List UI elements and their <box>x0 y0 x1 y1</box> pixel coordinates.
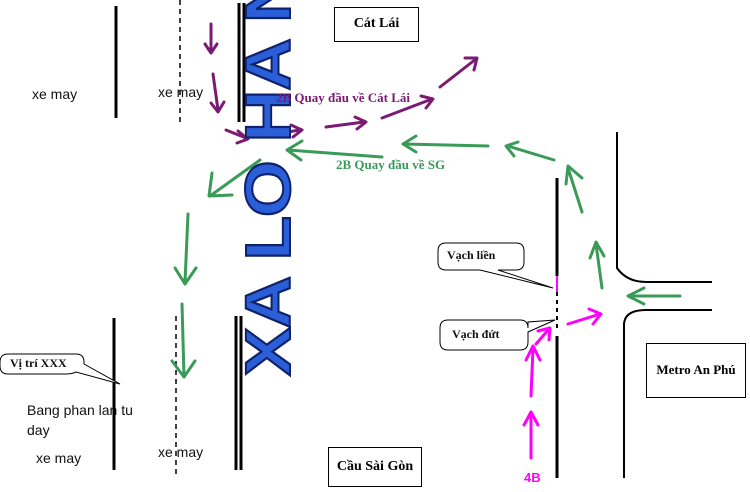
xe-may-bottom-right: xe may <box>158 444 204 460</box>
cau-sai-gon-label: Cầu Sài Gòn <box>336 459 414 474</box>
green-arrow-up-1 <box>588 240 606 290</box>
route-4b-label: 4B <box>524 470 541 485</box>
green-arrow-up-left <box>504 140 556 162</box>
purple-arrow-diag-1 <box>224 128 250 145</box>
side-road-upper-edge <box>616 132 712 283</box>
green-arrow-down-1 <box>173 212 198 286</box>
purple-arrow-right-2 <box>324 115 368 131</box>
purple-arrow-up-right <box>438 56 479 89</box>
vach-dut-label: Vạch đứt <box>452 327 500 341</box>
vi-tri-xxx-label: Vị trí XXX <box>10 356 67 370</box>
metro-an-phu-label: Metro An Phú <box>656 362 736 377</box>
callout-vach-dut <box>439 319 556 351</box>
magenta-arrow-diag <box>534 326 552 346</box>
purple-arrow-down-1 <box>203 22 219 55</box>
green-arrow-up-2 <box>564 164 584 214</box>
metro-an-phu-label-box: Metro An Phú <box>646 343 746 398</box>
route-2b-sg-label: 2B Quay đầu về SG <box>336 157 446 172</box>
green-arrow-left-2 <box>285 139 384 162</box>
xe-may-bottom-left: xe may <box>36 450 82 466</box>
green-arrow-diag-down-left <box>207 158 262 198</box>
vach-lien-label: Vạch liền <box>447 248 496 262</box>
callout-vach-lien <box>437 242 554 289</box>
green-arrow-left-1 <box>401 134 490 154</box>
xe-may-top-right: xe may <box>158 84 204 100</box>
purple-arrow-right-3 <box>380 94 435 120</box>
cat-lai-label: Cát Lái <box>353 16 400 31</box>
callout-vi-tri-xxx <box>0 353 121 385</box>
route-2b-cat-lai-label: 2B Quay đầu về Cát Lái <box>276 90 410 105</box>
purple-arrow-right-1 <box>260 123 304 139</box>
magenta-arrow-up-2 <box>524 344 542 398</box>
xe-may-top-left: xe may <box>32 86 78 102</box>
green-arrow-down-2 <box>170 302 197 379</box>
green-arrow-left-side-road <box>626 286 682 306</box>
purple-arrow-down-2 <box>209 72 226 114</box>
cau-sai-gon-label-box: Cầu Sài Gòn <box>328 447 422 487</box>
xa-lo-ha-noi-road-label: XA LO HA NOI <box>231 0 305 377</box>
magenta-arrow-up-1 <box>522 410 540 460</box>
cat-lai-label-box: Cát Lái <box>334 7 419 42</box>
side-road-lower-edge <box>623 309 712 478</box>
bang-phan-lan-note: Bang phan lan tu day <box>27 402 133 438</box>
magenta-arrow-right <box>566 307 603 326</box>
